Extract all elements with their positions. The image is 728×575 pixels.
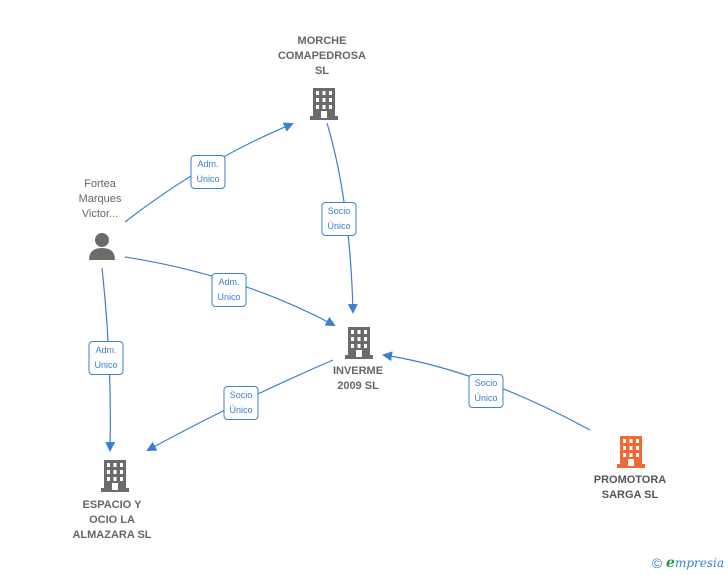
edge-label-morche-inverme[interactable]: Socio Único [321, 202, 357, 236]
person-icon[interactable] [87, 231, 117, 261]
building-icon[interactable] [308, 86, 340, 120]
building-icon[interactable] [343, 325, 375, 359]
edge-label-person-morche[interactable]: Adm. Unico [190, 155, 226, 189]
edge-label-promotora-inverme[interactable]: Socio Único [468, 374, 504, 408]
node-label-inverme: INVERME 2009 SL [332, 365, 384, 392]
edge-label-person-espacio[interactable]: Adm. Unico [88, 341, 124, 375]
edge-label-person-inverme[interactable]: Adm. Unico [211, 273, 247, 307]
node-label-morche: MORCHE COMAPEDROSA SL [277, 35, 367, 77]
node-label-espacio: ESPACIO Y OCIO LA ALMAZARA SL [72, 499, 152, 541]
node-label-person: Fortea Marques Victor... [78, 178, 122, 220]
copyright-icon: © [651, 555, 663, 571]
footer-brand: © empresia [652, 555, 724, 571]
node-label-promotora: PROMOTORA SARGA SL [593, 474, 667, 501]
building-icon[interactable] [615, 434, 647, 468]
edge-label-inverme-espacio[interactable]: Socio Único [223, 386, 259, 420]
brand-logo: empresia [666, 555, 724, 571]
building-icon[interactable] [99, 458, 131, 492]
